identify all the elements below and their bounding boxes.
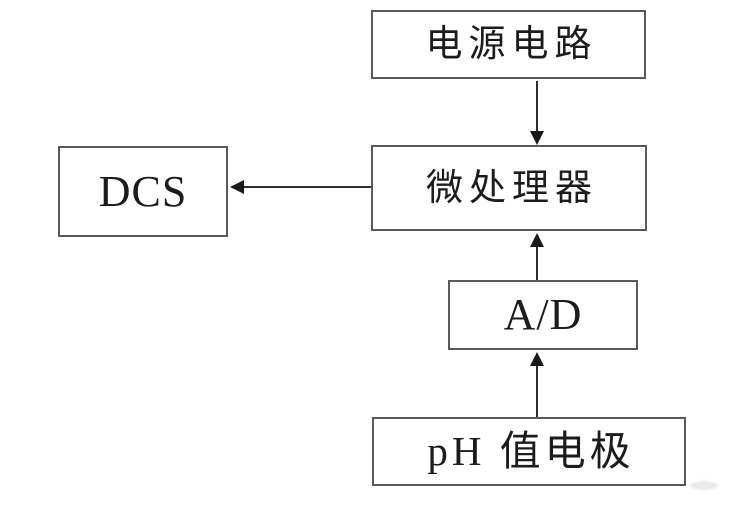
- connector-adc-to-mcu-line: [536, 245, 538, 280]
- arrowhead-left-into-dcs-icon: [230, 180, 244, 194]
- block-power-supply-circuit: 电源电路: [371, 10, 646, 79]
- watermark-smudge: [690, 481, 718, 490]
- arrowhead-up-into-adc-icon: [530, 352, 544, 366]
- connector-mcu-to-dcs-line: [242, 186, 371, 188]
- block-ph-electrode-label: pH 值电极: [427, 428, 635, 474]
- block-ph-electrode: pH 值电极: [372, 417, 686, 486]
- block-microprocessor-label: 微处理器: [426, 167, 598, 209]
- arrowhead-up-into-mcu-icon: [530, 233, 544, 247]
- connector-power-to-mcu-line: [536, 81, 538, 133]
- block-ad-converter: A/D: [448, 280, 638, 350]
- block-dcs: DCS: [58, 146, 228, 237]
- block-dcs-label: DCS: [98, 166, 188, 216]
- block-ad-converter-label: A/D: [503, 290, 583, 339]
- connector-ph-to-adc-line: [536, 364, 538, 417]
- block-power-supply-circuit-label: 电源电路: [425, 24, 598, 65]
- arrowhead-down-into-mcu-icon: [530, 131, 544, 145]
- block-microprocessor: 微处理器: [371, 145, 647, 231]
